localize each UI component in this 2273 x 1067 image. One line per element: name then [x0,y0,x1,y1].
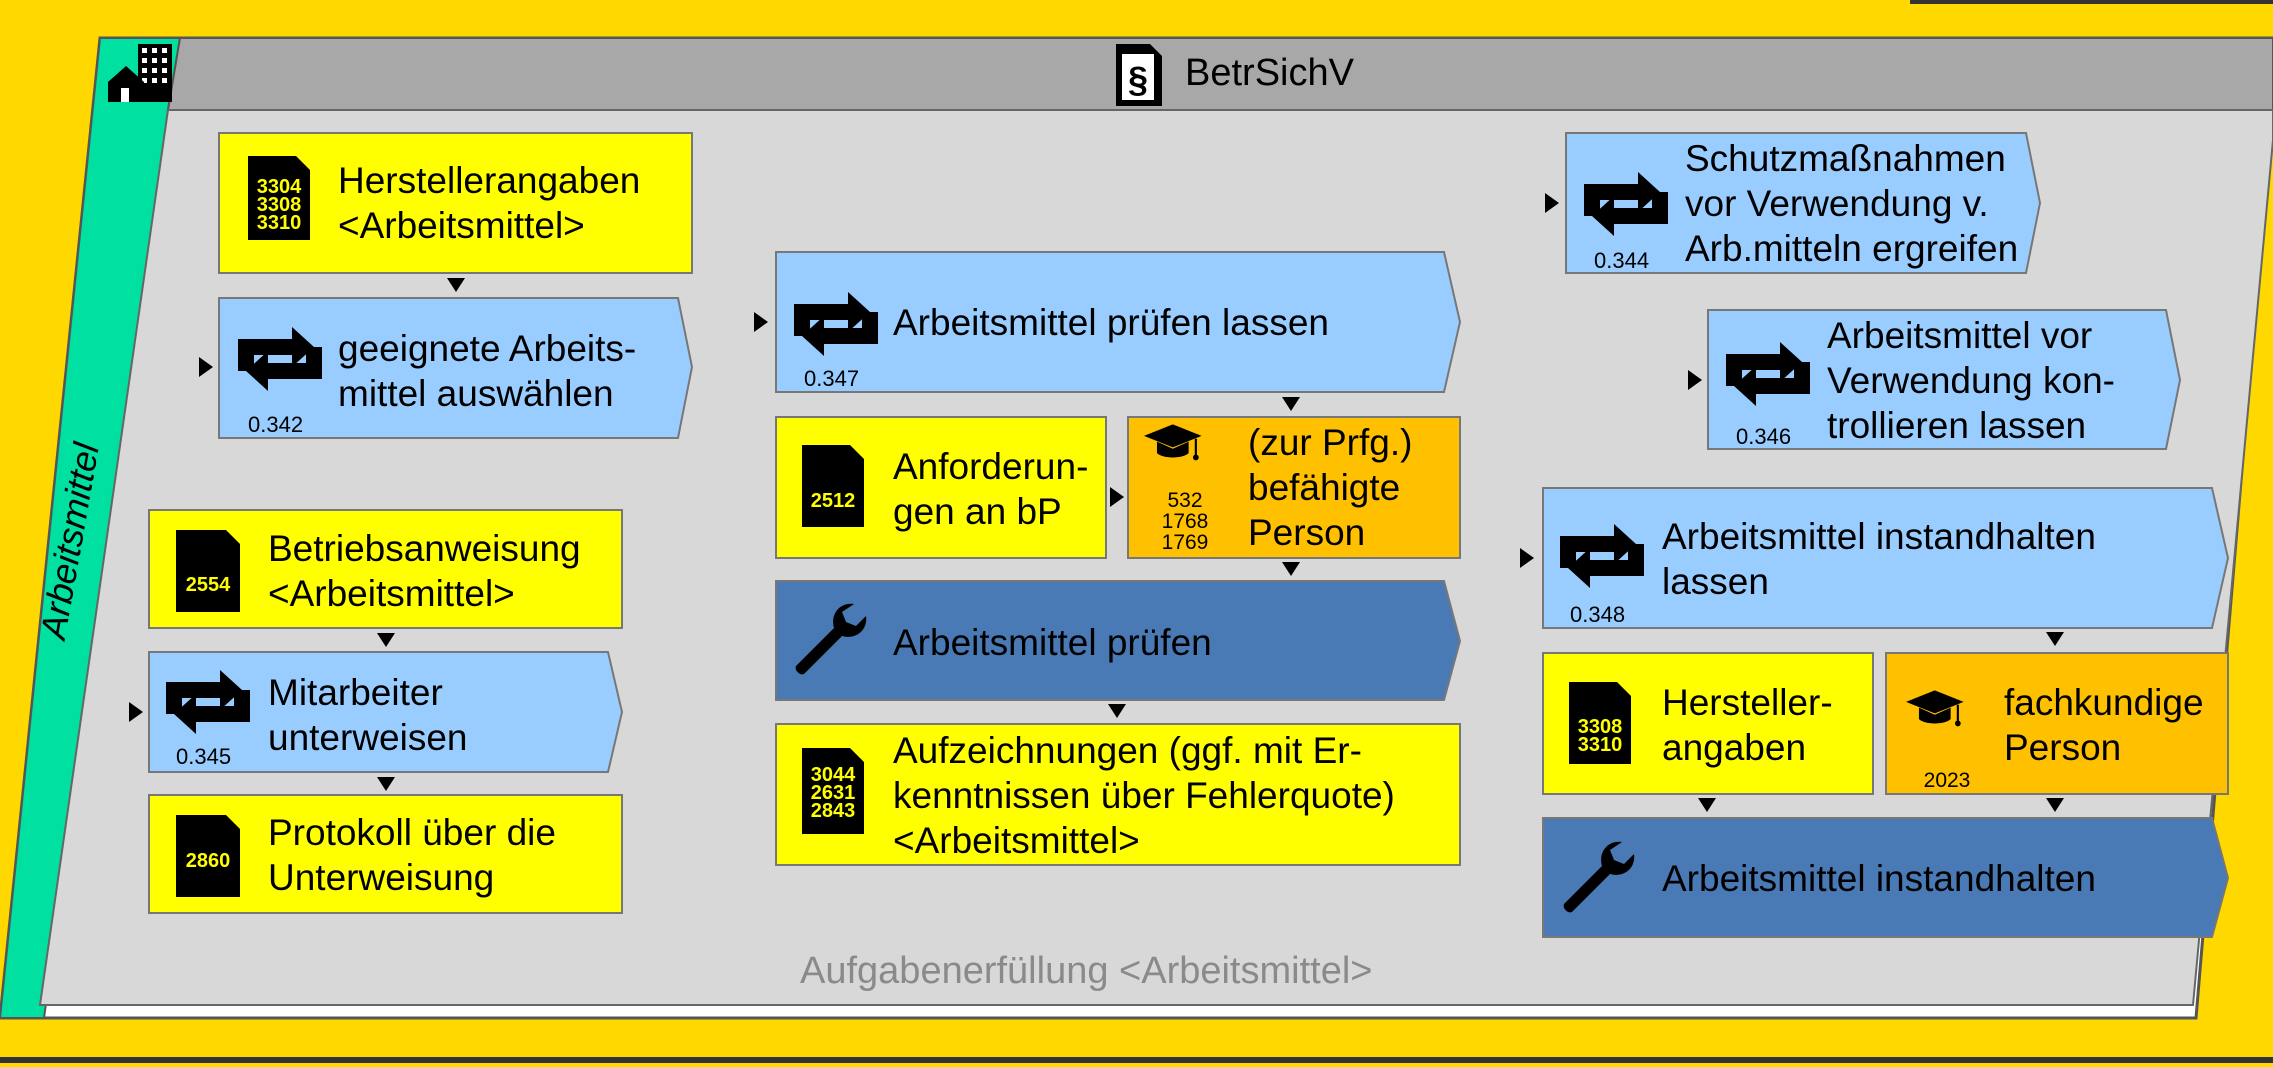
herstellerangaben-b-label: Hersteller- angaben [1662,682,1833,768]
aufzeichnungen-doc-numbers: 3044 2631 2843 [810,764,856,822]
document-icon [1569,682,1631,764]
protokoll-label: Protokoll über die Unterweisung [268,812,556,898]
box-aufzeichnungen [775,723,1461,866]
box-kontrollieren [1707,309,2182,450]
mitarbeiter-number: 0.345 [176,744,232,769]
box-geeignete [218,297,694,439]
footer-label: Aufgabenerfüllung <Arbeitsmittel> [800,950,1373,992]
document-icon [176,815,240,897]
instandhalten-lassen-number: 0.348 [1570,602,1626,627]
box-instandhalten [1542,817,2230,938]
befaehigte-numbers: 532 1768 1769 [1161,489,1209,554]
protokoll-doc-numbers: 2860 [185,850,231,872]
svg-text:§: § [1128,59,1148,100]
betriebsanweisung-doc-numbers: 2554 [185,574,231,596]
connector-arrows [129,193,2064,812]
anforderungen-label: Anforderun- gen an bP [893,446,1089,532]
document-icon [802,748,864,834]
fachkundige-label: fachkundige Person [2004,682,2204,768]
document-icon [802,445,864,527]
kontrollieren-label: Arbeitsmittel vor Verwendung kon- trolli… [1827,315,2115,446]
herstellerangaben-b-doc-numbers: 3308 3310 [1577,716,1623,756]
anforderungen-doc-numbers: 2512 [810,490,856,512]
box-schutzmassnahmen [1565,132,2042,274]
schutzmassnahmen-number: 0.344 [1594,248,1650,273]
box-mitarbeiter [148,651,624,773]
kontrollieren-number: 0.346 [1736,424,1792,449]
box-pruefen-lassen [775,251,1462,393]
document-icon [176,530,240,612]
instandhalten-label: Arbeitsmittel instandhalten [1662,858,2096,899]
fachkundige-numbers: 2023 [1923,769,1971,792]
schutzmassnahmen-label: Schutzmaßnahmen vor Verwendung v. Arb.mi… [1685,138,2019,269]
pruefen-label: Arbeitsmittel prüfen [893,622,1212,663]
building-icon [108,44,172,102]
pruefen-lassen-label: Arbeitsmittel prüfen lassen [893,302,1329,343]
instandhalten-lassen-label: Arbeitsmittel instandhalten lassen [1662,516,2096,602]
box-fachkundige [1885,652,2229,795]
box-pruefen [775,580,1462,701]
herstellerangaben-a-doc-numbers: 3304 3308 3310 [256,176,302,234]
befaehigte-label: (zur Prfg.) befähigte Person [1248,422,1413,553]
herstellerangaben-a-label: Herstellerangaben <Arbeitsmittel> [338,160,641,246]
betriebsanweisung-label: Betriebsanweisung <Arbeitsmittel> [268,528,581,614]
box-instandhalten-lassen [1542,487,2230,629]
pruefen-lassen-number: 0.347 [804,366,860,391]
mitarbeiter-label: Mitarbeiter unterweisen [268,672,468,758]
paragraph-document-icon: § [1116,44,1162,106]
geeignete-number: 0.342 [248,412,304,437]
aufzeichnungen-label: Aufzeichnungen (ggf. mit Er- kenntnissen… [893,730,1395,861]
geeignete-label: geeignete Arbeits- mittel auswählen [338,328,637,414]
document-icon [248,156,310,240]
page-title: BetrSichV [1185,52,1354,94]
